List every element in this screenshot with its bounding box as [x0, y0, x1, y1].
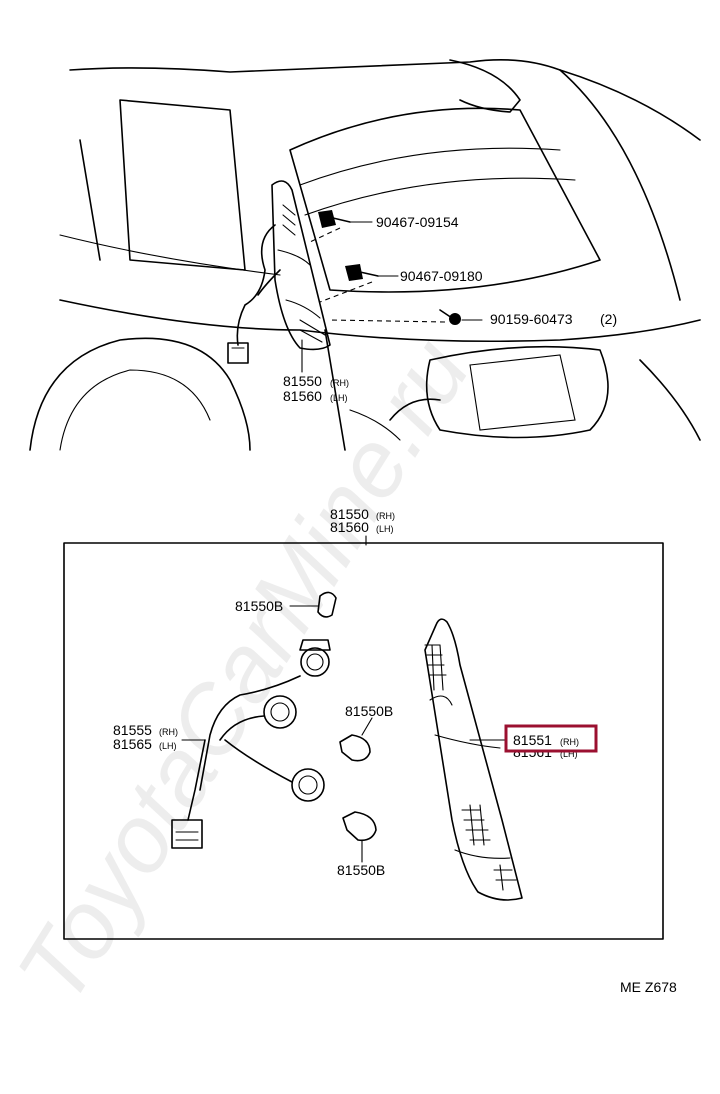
bulb-icon-2 — [339, 717, 373, 762]
detail-assembly-lh-number: 81560 — [330, 519, 369, 535]
upper-assembly-lh-number: 81560 — [283, 388, 322, 404]
callout-part-90467-09154: 90467-09154 — [376, 214, 459, 230]
bulb-icon-3 — [342, 811, 377, 863]
socket-wire-lh-number: 81565 — [113, 736, 152, 752]
upper-assembly-rh-suffix: (RH) — [330, 378, 349, 388]
tail-lamp-lens — [424, 618, 523, 901]
watermark-text: ToyotaCarMine.ru — [0, 320, 490, 1021]
nut-icon — [329, 309, 483, 325]
detail-frame — [63, 542, 664, 940]
detail-assembly-lh-suffix: (LH) — [376, 524, 394, 534]
socket-wire-rh-number: 81555 — [113, 722, 152, 738]
detail-assembly-rh-number: 81550 — [330, 506, 369, 522]
upper-assembly-rh-number: 81550 — [283, 373, 322, 389]
socket-wire-lh-suffix: (LH) — [159, 741, 177, 751]
callout-qty: (2) — [600, 311, 617, 327]
lens-lh-suffix: (LH) — [560, 749, 578, 759]
figure-code: ME Z678 — [620, 979, 677, 995]
callout-part-90467-09180: 90467-09180 — [400, 268, 483, 284]
bulb-label-3: 81550B — [337, 862, 385, 878]
socket-wire-assembly — [171, 639, 331, 849]
callout-part-90159-60473: 90159-60473 — [490, 311, 573, 327]
tail-lamp-installed — [271, 180, 331, 351]
upper-assembly-lh-suffix: (LH) — [330, 393, 348, 403]
wire-harness-installed — [227, 224, 281, 364]
highlight-box — [504, 724, 598, 753]
bulb-label-1: 81550B — [235, 598, 283, 614]
socket-wire-rh-suffix: (RH) — [159, 727, 178, 737]
bulb-icon-1 — [289, 591, 337, 618]
screw-icon-1 — [309, 210, 373, 243]
lens-rh-number[interactable]: 81551 — [513, 732, 552, 748]
detail-assembly-rh-suffix: (RH) — [376, 511, 395, 521]
screw-icon-2 — [319, 264, 399, 303]
bulb-label-2: 81550B — [345, 703, 393, 719]
lens-rh-suffix: (RH) — [560, 737, 579, 747]
vehicle-rear-illustration — [29, 58, 701, 451]
